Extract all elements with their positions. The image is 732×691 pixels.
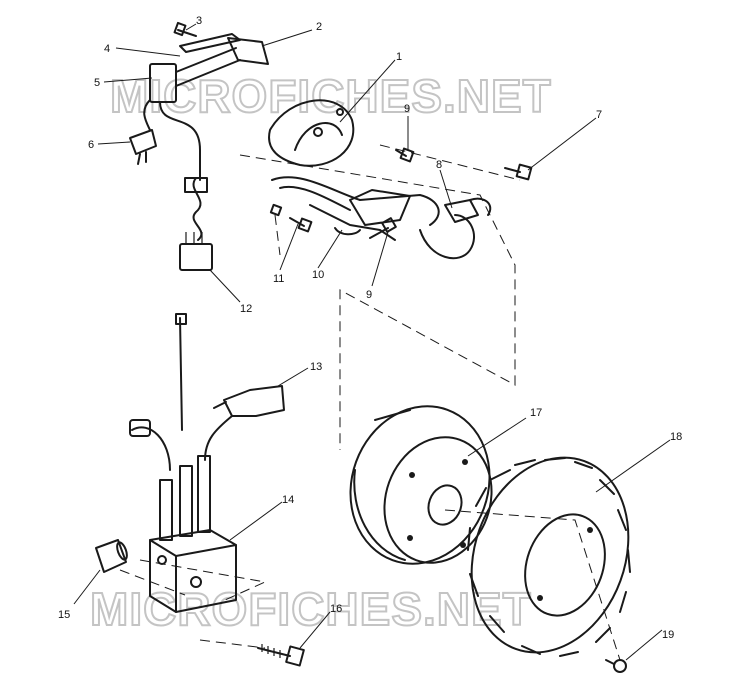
- callout-13: 13: [310, 361, 322, 373]
- callout-11: 11: [273, 273, 284, 285]
- screw-part-3: [173, 21, 197, 37]
- watermark-bottom: MICROFICHES.NET: [90, 583, 532, 635]
- screw-part-8: [504, 163, 533, 181]
- callout-14: 14: [282, 494, 294, 506]
- callout-7: 8: [436, 159, 442, 171]
- callout-4: 4: [104, 43, 110, 55]
- bushing-part-15: [95, 539, 128, 573]
- callout-5: 5: [94, 77, 100, 89]
- callout-10: 10: [312, 269, 324, 281]
- screw-part-19: [605, 659, 627, 673]
- callout-8: 7: [596, 109, 602, 121]
- callout-3: 3: [196, 15, 202, 27]
- harness-connector-part-12: [179, 177, 213, 271]
- watermark-top: MICROFICHES.NET: [110, 70, 552, 122]
- screw-part-9-upper: [395, 147, 415, 163]
- callout-18: 18: [670, 431, 682, 443]
- callout-1: 1: [396, 51, 402, 63]
- leader-lines: [73, 23, 671, 661]
- callout-16: 16: [330, 603, 342, 615]
- cooling-fan-part-18: [467, 456, 631, 657]
- callout-15: 15: [58, 609, 70, 621]
- callout-17: 17: [530, 407, 542, 419]
- bracket-plate-part-2: [179, 33, 269, 65]
- flywheel-part-17: [349, 405, 493, 565]
- spark-plug-cap-part-13: [175, 313, 285, 461]
- callout-9-upper: 9: [404, 103, 410, 115]
- regulator-part-5: [143, 47, 241, 181]
- ignition-coil-part-14: [129, 419, 237, 613]
- callout-12: 12: [240, 303, 252, 315]
- callout-9-lower: 9: [366, 289, 372, 301]
- bolt-part-16: [257, 644, 305, 667]
- callout-6: 6: [88, 139, 94, 151]
- callout-2: 2: [316, 21, 322, 33]
- pickup-coil-part-7: [444, 197, 492, 223]
- callout-19: 19: [662, 629, 674, 641]
- screw-part-9-lower: [369, 217, 397, 239]
- callout-labels: 3 2 4 5 6 1 7 8 9 9 10 11 12 13 14 15 16…: [58, 15, 682, 641]
- screw-part-11: [269, 203, 313, 233]
- connector-plug-part-6: [129, 129, 157, 165]
- stator-plate-part-1: [268, 99, 355, 167]
